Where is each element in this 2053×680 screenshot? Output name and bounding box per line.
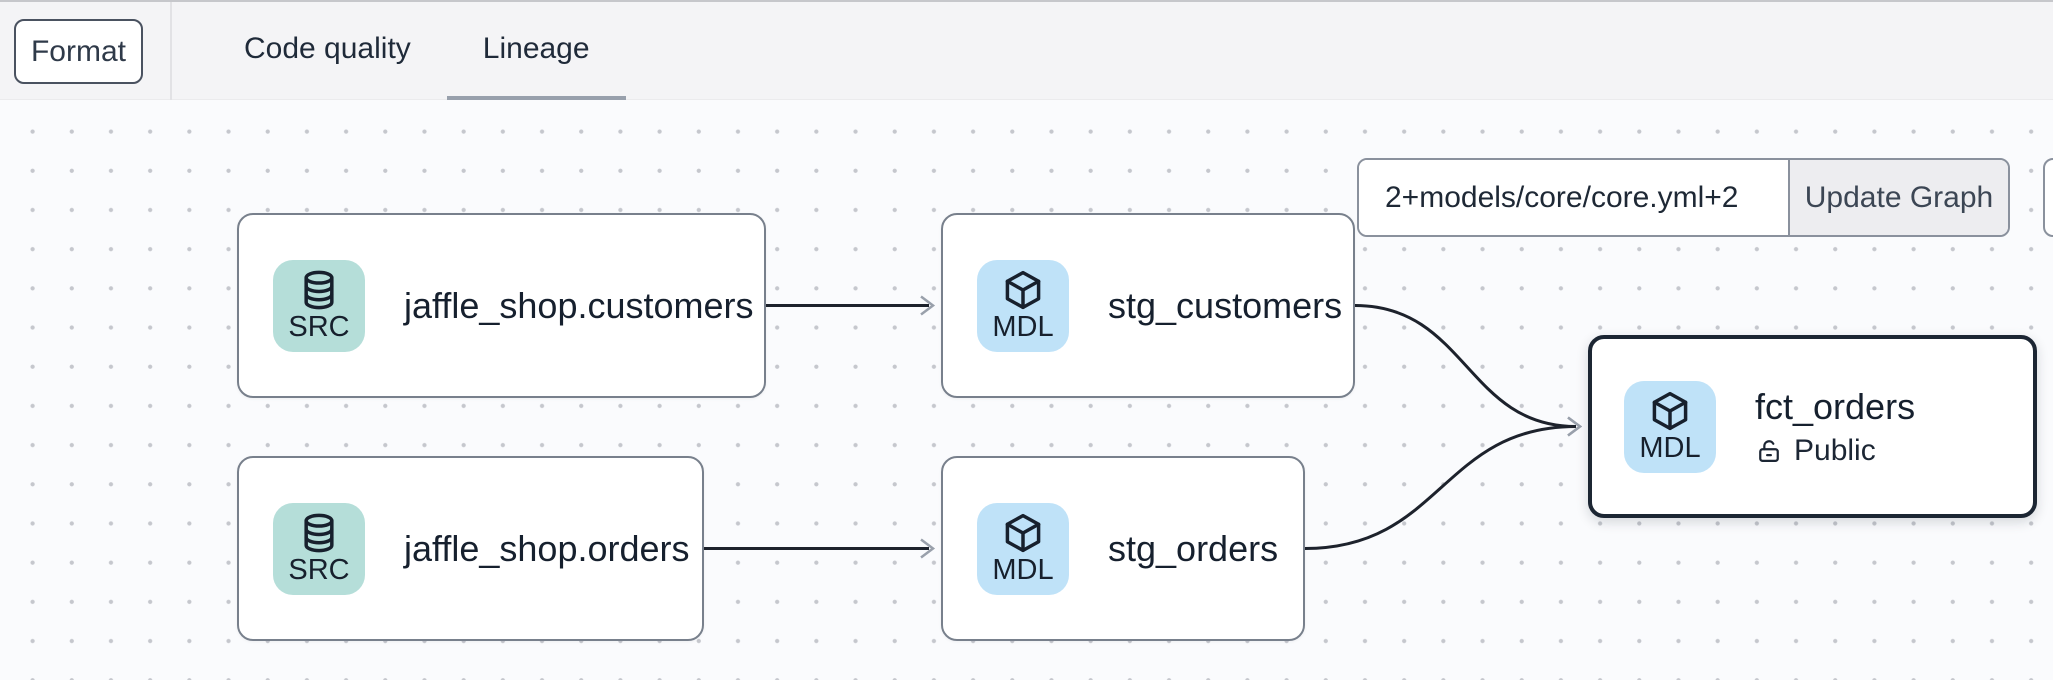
format-button[interactable]: Format [14,19,143,84]
node-badge-label: SRC [288,311,350,343]
node-type-badge: SRC [273,259,365,352]
edge-stg_orders-to-fct_orders [1304,425,1577,550]
lineage-selector-input[interactable] [1359,160,1788,235]
clipped-right-button[interactable] [2043,158,2053,237]
edge-stg_customers-to-fct_orders [1354,304,1577,428]
edge-arrowhead-icon [1567,416,1583,437]
database-icon [304,513,334,553]
database-icon [304,270,334,310]
node-access-label: Public [1794,433,1876,467]
node-text: stg_orders [1108,528,1278,570]
tab-lineage[interactable]: Lineage [446,2,626,100]
lineage-node-stg_customers[interactable]: MDL stg_customers [941,213,1355,398]
node-label: stg_orders [1108,527,1279,569]
node-type-badge: MDL [977,259,1069,352]
lineage-node-stg_orders[interactable]: MDL stg_orders [941,456,1305,641]
cube-icon [1652,391,1688,431]
node-type-badge: MDL [1624,380,1716,473]
cube-icon [1005,513,1041,553]
node-badge-label: MDL [992,311,1054,343]
node-label: jaffle_shop.orders [404,527,690,569]
header-divider [170,2,172,100]
edge-arrowhead-icon [1567,416,1583,437]
top-header: Format Code quality Lineage [0,0,2053,100]
node-text: jaffle_shop.orders [404,528,690,570]
node-badge-label: SRC [288,554,350,586]
node-label: jaffle_shop.customers [404,284,754,326]
cube-icon [1005,270,1041,310]
node-text: stg_customers [1108,285,1342,327]
node-label: fct_orders [1755,385,1916,427]
node-access-row: Public [1755,434,1915,468]
update-graph-button[interactable]: Update Graph [1788,160,2008,235]
tab-bar: Code quality Lineage [208,2,626,100]
edge-arrowhead-icon [920,295,936,316]
unlock-icon [1759,439,1779,462]
node-badge-label: MDL [1639,432,1701,464]
lineage-node-src_customers[interactable]: SRC jaffle_shop.customers [237,213,766,398]
node-text: jaffle_shop.customers [404,285,754,327]
node-label: stg_customers [1108,284,1343,326]
selector-group: Update Graph [1357,158,2010,237]
edge-arrowhead-icon [920,538,936,559]
node-type-badge: MDL [977,502,1069,595]
lineage-node-src_orders[interactable]: SRC jaffle_shop.orders [237,456,704,641]
node-type-badge: SRC [273,502,365,595]
node-badge-label: MDL [992,554,1054,586]
tab-code-quality[interactable]: Code quality [244,32,411,65]
